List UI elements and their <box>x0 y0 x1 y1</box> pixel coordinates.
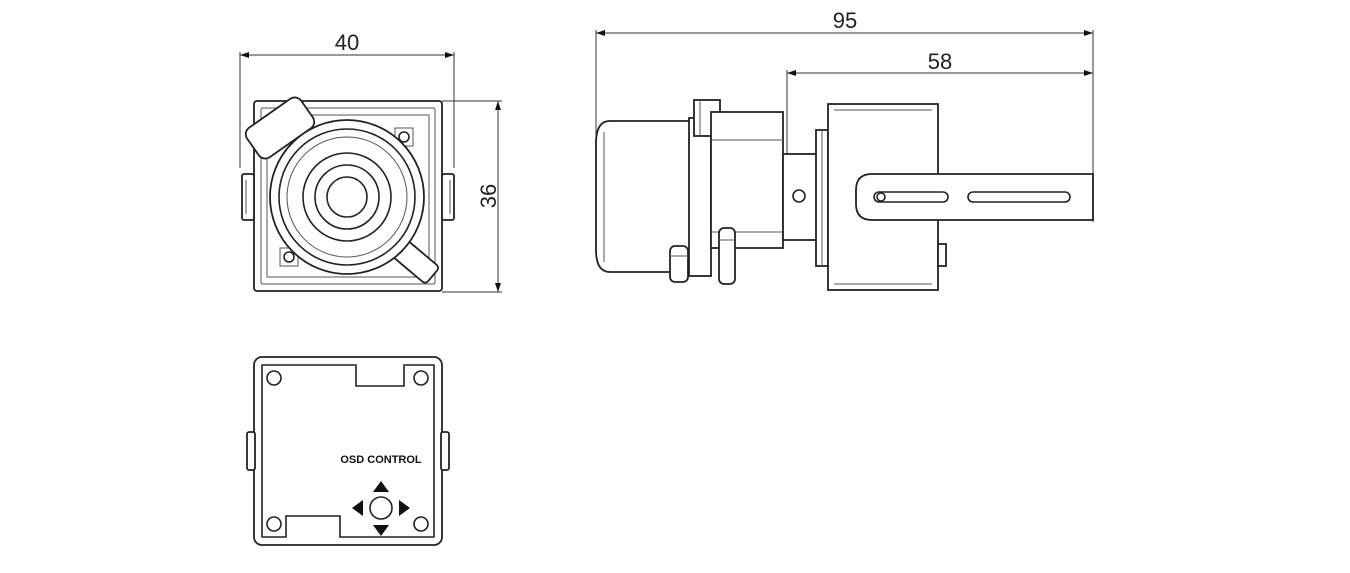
osd-control-label: OSD CONTROL <box>340 454 422 466</box>
back-housing <box>253 356 443 546</box>
left-mount-tab <box>241 173 255 221</box>
back-right-tab <box>440 431 450 471</box>
arrow-down-icon[interactable] <box>373 525 389 536</box>
front-height-dimension: 36 <box>442 100 502 293</box>
back-left-tab <box>246 431 256 471</box>
front-view: 40 36 <box>239 30 502 293</box>
front-lens <box>269 119 425 275</box>
arrow-left-icon[interactable] <box>352 500 363 516</box>
back-view: OSD CONTROL <box>246 356 450 546</box>
side-connector <box>937 243 947 267</box>
arrow-right-icon[interactable] <box>399 500 410 516</box>
side-view: 95 58 <box>595 8 1094 291</box>
back-corner-screws <box>266 370 429 532</box>
side-body-dimension: 58 <box>786 49 1093 155</box>
focus-lever-top <box>244 96 316 160</box>
bracket-slot-1 <box>873 191 949 203</box>
front-width-label: 40 <box>335 30 359 55</box>
bracket-slot-2 <box>967 191 1071 203</box>
center-button-icon[interactable] <box>369 496 393 520</box>
lens-clamp-ring <box>688 117 712 277</box>
lens-mount-neck <box>782 153 820 241</box>
back-inner-panel <box>261 364 435 538</box>
zoom-knob <box>669 245 689 283</box>
front-width-dimension: 40 <box>239 30 455 168</box>
lens-body <box>710 111 784 249</box>
lens-barrel <box>595 120 691 273</box>
arrow-up-icon[interactable] <box>373 481 389 492</box>
osd-joystick[interactable] <box>352 481 410 536</box>
front-height-label: 36 <box>476 184 501 208</box>
focus-knob <box>718 227 736 285</box>
side-body-label: 58 <box>928 49 952 74</box>
mounting-bracket <box>855 173 1094 221</box>
side-total-label: 95 <box>833 8 857 33</box>
side-total-dimension: 95 <box>595 8 1094 222</box>
right-mount-tab <box>441 173 455 221</box>
